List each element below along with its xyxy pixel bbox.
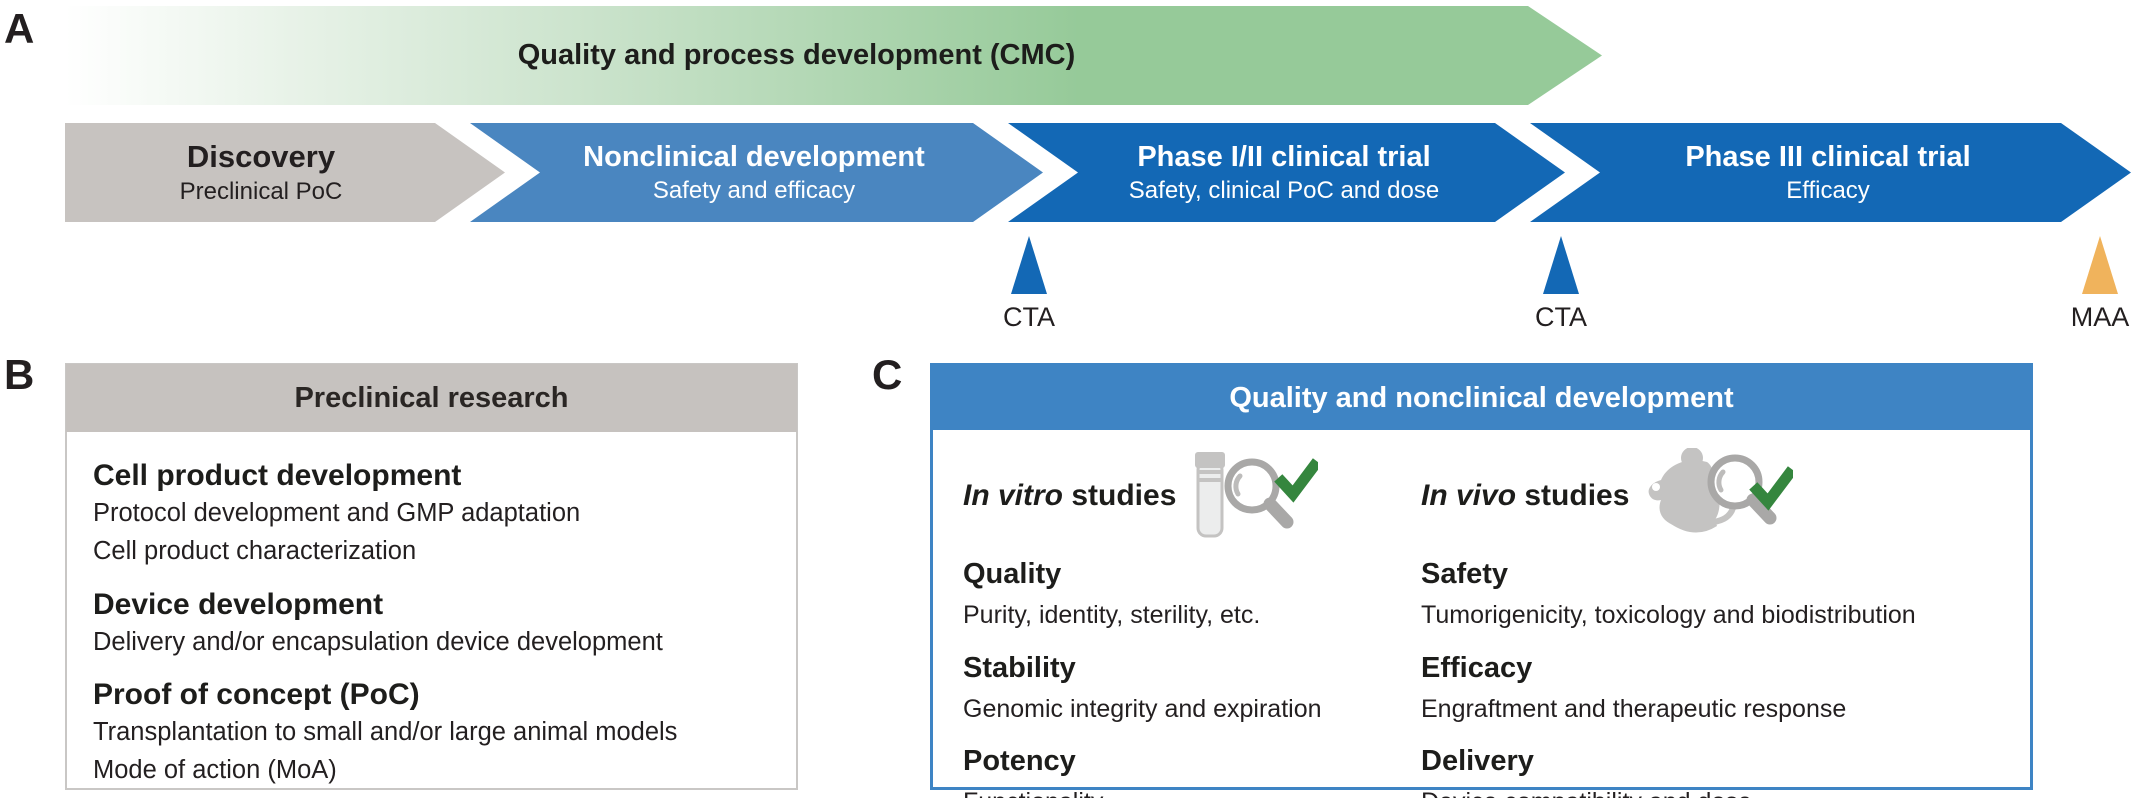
checkmark-icon (1274, 458, 1319, 503)
c-item: Delivery Device compatibility and dose (1421, 743, 2020, 798)
in-vitro-studies-row: In vitro studies (963, 450, 1421, 542)
phase-title: Discovery (186, 139, 336, 175)
phase-title: Nonclinical development (583, 141, 925, 174)
c-item-heading: Safety (1421, 558, 1509, 590)
in-vitro-column: In vitro studies (963, 450, 1421, 798)
in-vitro-italic: In vitro (963, 479, 1064, 512)
c-item-line: Tumorigenicity, toxicology and biodistri… (1421, 601, 1916, 630)
c-item-line: Functionality (963, 787, 1421, 798)
checkmark-icon (1749, 466, 1794, 511)
c-item-heading: Stability (963, 651, 1076, 684)
phase-chevron-phase-1-2: Phase I/II clinical trial Safety, clinic… (1008, 123, 1565, 222)
panel-b-label: B (4, 351, 35, 398)
in-vitro-studies-heading: In vitro studies (963, 479, 1176, 513)
panel-a-label: A (4, 5, 35, 52)
cmc-arrow-label: Quality and process development (CMC) (517, 39, 1076, 71)
milestone-label: CTA (1535, 302, 1587, 332)
b-item-line: Cell product characterization (93, 537, 417, 566)
milestone-triangle-icon (1011, 236, 1047, 294)
b-item-line: Mode of action (MoA) (93, 756, 337, 784)
milestone-cta-1: CTA (984, 236, 1074, 333)
phase-chevron-phase-3: Phase III clinical trial Efficacy (1530, 123, 2131, 222)
panel-b-body: Cell product development Protocol develo… (67, 432, 796, 789)
c-item: Potency Functionality (963, 743, 1421, 798)
magnifier-icon (1224, 458, 1294, 529)
mouse-icon (1649, 448, 1737, 533)
c-item-line: Purity, identity, sterility, etc. (963, 601, 1261, 630)
in-vivo-column: In vivo studies (1421, 448, 2020, 798)
c-item: Safety Tumorigenicity, toxicology and bi… (1421, 556, 2020, 632)
vial-magnifier-check-icon (1195, 452, 1319, 538)
vial-icon (1195, 452, 1226, 538)
in-vivo-italic: In vivo (1421, 479, 1517, 512)
milestone-triangle-icon (2082, 236, 2118, 294)
phase-title: Phase III clinical trial (1685, 141, 1971, 174)
c-item-heading: Potency (963, 745, 1076, 777)
milestone-label: MAA (2070, 302, 2130, 332)
c-item: Stability Genomic integrity and expirati… (963, 650, 1421, 726)
milestone-cta-2: CTA (1516, 236, 1606, 333)
in-vivo-studies-heading: In vivo studies (1421, 479, 1629, 513)
in-vitro-rest: studies (1063, 479, 1177, 512)
c-item-heading: Quality (963, 558, 1062, 590)
panel-preclinical-research: Preclinical research Cell product develo… (65, 363, 798, 790)
phase-subtitle: Efficacy (1786, 176, 1870, 204)
b-item-line: Delivery and/or encapsulation device dev… (93, 627, 663, 656)
in-vivo-rest: studies (1516, 479, 1630, 512)
phase-subtitle: Safety and efficacy (652, 176, 856, 204)
c-item: Quality Purity, identity, sterility, etc… (963, 556, 1421, 632)
panel-b-header: Preclinical research (66, 364, 797, 432)
phase-subtitle: Preclinical PoC (179, 177, 343, 205)
phase-title: Phase I/II clinical trial (1137, 141, 1431, 174)
cmc-arrow: Quality and process development (CMC) (65, 6, 1602, 105)
c-item: Efficacy Engraftment and therapeutic res… (1421, 650, 2020, 726)
milestone-label: CTA (1003, 302, 1055, 332)
milestone-triangle-icon (1543, 236, 1579, 294)
b-item-heading: Cell product development (93, 459, 462, 492)
mouse-magnifier-check-icon (1649, 448, 1794, 533)
b-item-line: Transplantation to small and/or large an… (93, 717, 678, 746)
magnifier-icon (1707, 454, 1777, 525)
b-item-heading: Device development (93, 587, 384, 621)
b-item-line: Protocol development and GMP adaptation (93, 499, 581, 527)
panel-c-label: C (872, 351, 903, 398)
panel-quality-nonclinical-development: Quality and nonclinical development In v… (930, 363, 2033, 798)
phase-chevron-discovery: Discovery Preclinical PoC (65, 123, 505, 222)
b-item-heading: Proof of concept (PoC) (93, 677, 420, 711)
c-item-heading: Delivery (1421, 745, 1534, 777)
panel-c-body: In vitro studies (933, 430, 2030, 798)
panel-c-header: Quality and nonclinical development (933, 366, 2030, 430)
c-item-heading: Efficacy (1421, 651, 1533, 684)
in-vivo-studies-row: In vivo studies (1421, 448, 2020, 542)
c-item-line: Device compatibility and dose (1421, 787, 2020, 798)
c-item-line: Engraftment and therapeutic response (1421, 694, 1847, 723)
phase-chevron-nonclinical: Nonclinical development Safety and effic… (470, 123, 1043, 222)
phase-subtitle: Safety, clinical PoC and dose (1128, 176, 1440, 204)
milestone-maa: MAA (2055, 236, 2138, 333)
c-item-line: Genomic integrity and expiration (963, 694, 1322, 723)
